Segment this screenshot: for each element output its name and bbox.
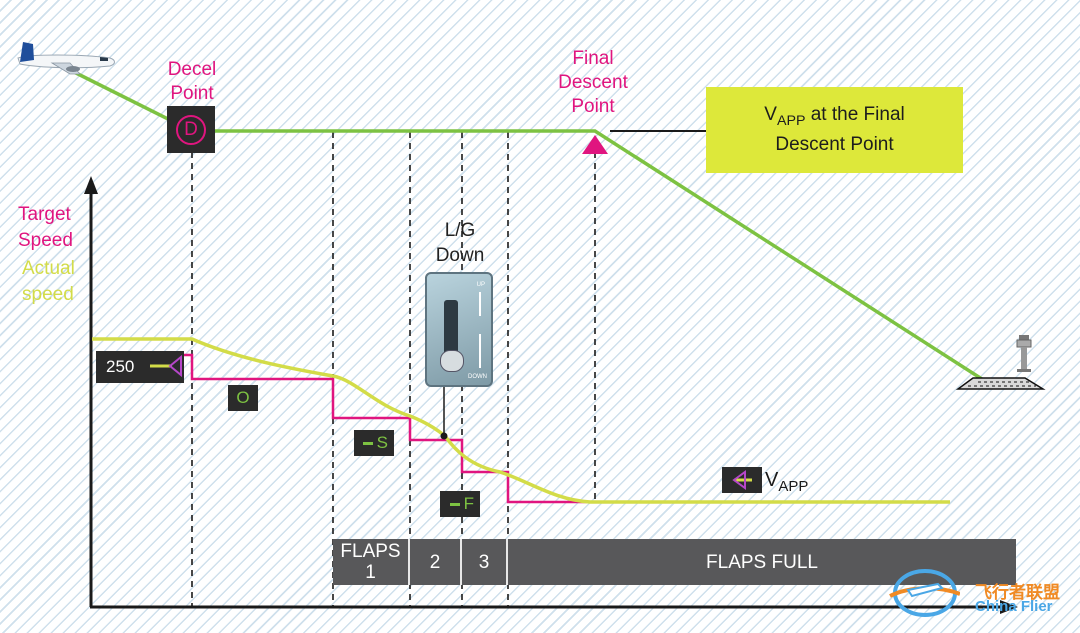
tower-icon [1016,335,1032,372]
decel-point-icon: D [167,106,215,153]
o-speed-chip: O [228,385,258,411]
actual-speed-line [92,337,950,504]
fdp-triangle-icon [582,135,608,154]
speed-250-label: 250 [106,357,135,376]
speed-250-chip: 250 [96,351,184,383]
target-speed-line [180,353,595,504]
watermark: 飞行者联盟 China Flier [880,560,1075,620]
decel-symbol: D [176,114,206,145]
lg-down-label: L/G Down [435,220,485,266]
vapp-fdp-box: VAPP at the Final Descent Point [706,87,963,173]
lever-down-label: DOWN [468,374,487,380]
lever-up-label: UP [476,282,485,288]
watermark-cn: 飞行者联盟 [975,583,1060,602]
chart-axes [84,176,1018,614]
target-speed-legend: Target Speed [18,204,73,251]
vapp-bug-icon [722,467,762,493]
f-speed-chip: F [440,491,480,517]
aircraft-icon [17,42,115,75]
gear-lever-icon: UP DOWN [425,272,493,387]
watermark-logo-icon [889,569,960,617]
runway-icon [955,377,1046,390]
s-speed-chip: S [354,430,394,456]
decel-point-label: Decel Point [167,59,217,104]
final-descent-point-label: Final Descent Point [558,48,628,117]
watermark-en: China Flier [975,598,1053,615]
flaps-full-segment: FLAPS FULL [508,539,1016,585]
flaps-3-segment: 3 [462,539,508,585]
vapp-label: VAPP [765,469,809,495]
flight-path [61,64,986,383]
vertical-markers [191,132,596,607]
actual-speed-legend: Actual speed [22,258,75,305]
flaps-2-segment: 2 [410,539,462,585]
